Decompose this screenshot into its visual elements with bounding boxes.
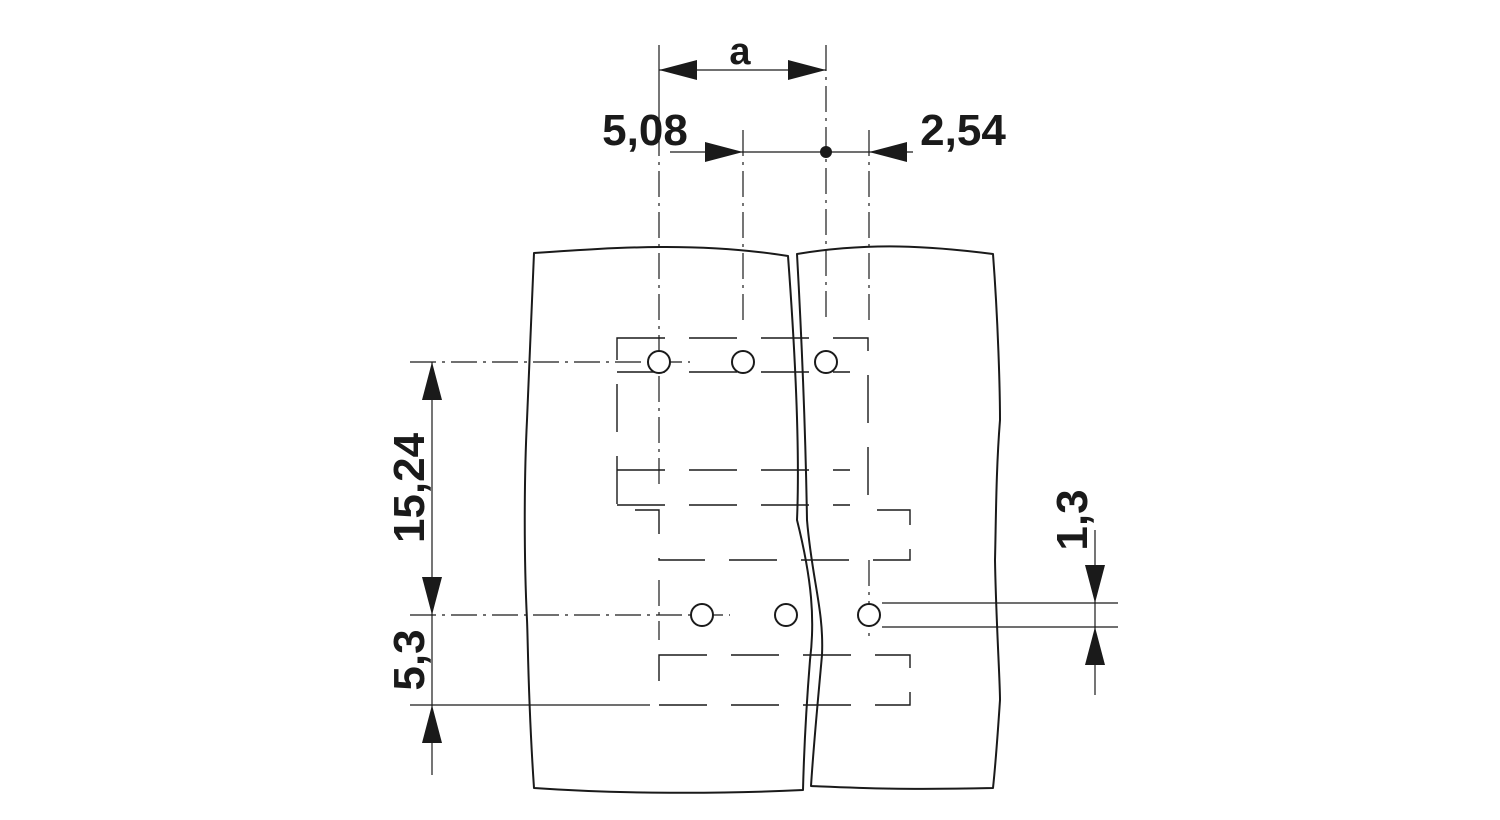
hole (731, 350, 755, 374)
hole (690, 603, 714, 627)
dimension-edge-offset: 5,3 (385, 615, 650, 775)
dimension-edge-offset-label: 5,3 (385, 629, 434, 690)
hole-row-bottom (690, 603, 881, 627)
component-footprint-hidden-lines (616, 337, 911, 706)
dimension-row-spacing-label: 15,24 (385, 432, 434, 543)
dimension-pitch: 5,08 2,54 (602, 106, 1006, 162)
dimension-row-spacing: 15,24 (385, 362, 442, 615)
board-outline (523, 245, 1001, 794)
dimension-a: a (659, 31, 826, 80)
hole (814, 350, 838, 374)
hole (647, 350, 671, 374)
board-left-section (523, 246, 814, 794)
dimension-hole-diameter: 1,3 (882, 489, 1118, 695)
center-lines (410, 45, 870, 640)
board-right-section (796, 245, 1001, 790)
dimension-hole-diameter-label: 1,3 (1048, 489, 1097, 550)
hole (774, 603, 798, 627)
hole-row-top (647, 350, 838, 374)
dimension-pitch-left-label: 5,08 (602, 106, 688, 155)
dimension-a-label: a (729, 31, 751, 73)
hole (857, 603, 881, 627)
dimension-pitch-right-label: 2,54 (920, 106, 1006, 155)
